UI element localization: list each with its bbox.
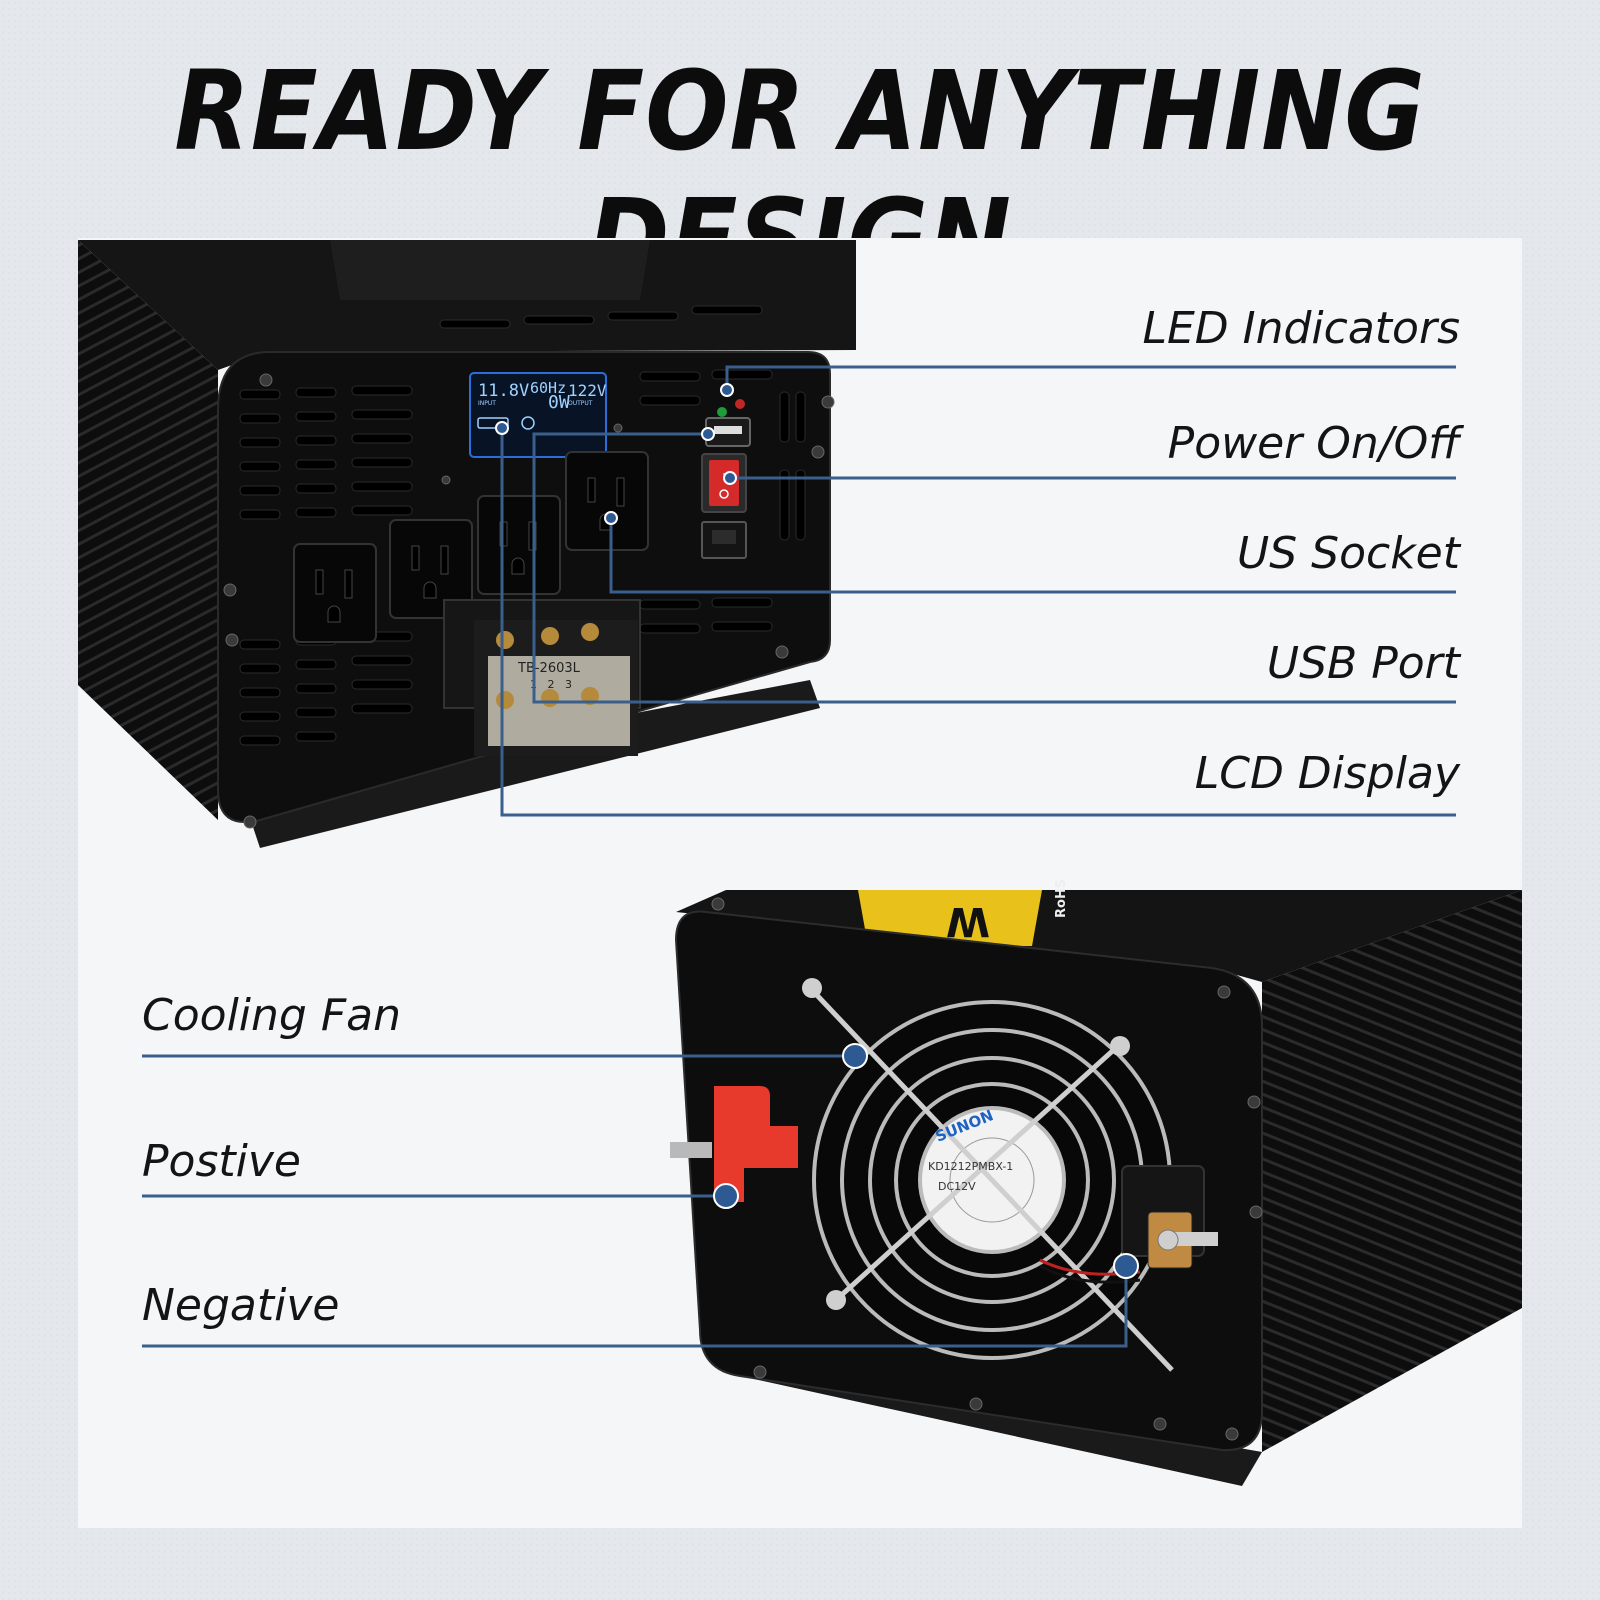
lcd-display: 11.8V 60Hz 122V INPUT OUTPUT 0W	[469, 372, 607, 458]
callout-label-cooling-fan: Cooling Fan	[142, 990, 401, 1041]
callout-line-usb	[532, 432, 1456, 704]
cooling-fan: SUNON KD1212PMBX-1 DC12V	[802, 978, 1174, 1372]
callout-line-led	[725, 365, 1456, 386]
battery-icon	[477, 417, 509, 429]
callout-label-negative: Negative	[142, 1280, 340, 1331]
top-surface	[78, 240, 856, 370]
bottom-inverter: W RoHS SUNON KD1212PMBX-1 DC12V	[670, 879, 1522, 1486]
network-port	[701, 521, 747, 559]
lcd-output-tag: OUTPUT	[568, 400, 593, 407]
callout-line-lcd	[500, 428, 1456, 817]
fan-spec: DC12V	[938, 1180, 976, 1193]
panel-screws	[223, 373, 835, 829]
top-inverter: 11.8V 60Hz 122V INPUT OUTPUT 0W	[78, 240, 856, 848]
callout-line-socket	[609, 518, 1456, 594]
callout-lines	[142, 365, 1456, 1348]
led-red-indicator	[735, 399, 745, 409]
vent-slots-left	[239, 385, 413, 746]
us-socket	[293, 543, 377, 643]
heatsink-side-bottom	[1262, 890, 1522, 1452]
lcd-input-voltage: 11.8V	[478, 381, 529, 401]
top-label-rohs: RoHS	[1054, 879, 1069, 918]
callout-label-led-indicators: LED Indicators	[1142, 303, 1460, 354]
negative-terminal	[1121, 1165, 1218, 1269]
callout-label-lcd-display: LCD Display	[1194, 748, 1460, 799]
status-icon	[521, 416, 535, 430]
callout-line-negative	[142, 1266, 1128, 1348]
lcd-power: 0W	[548, 392, 570, 413]
power-switch: I	[701, 453, 747, 513]
led-green-indicator	[717, 407, 727, 417]
terminal-model: TB-2603L	[517, 661, 581, 676]
fan-code: KD1212PMBX-1	[928, 1160, 1013, 1173]
us-socket	[389, 519, 473, 619]
lcd-input-tag: INPUT	[478, 400, 496, 407]
us-socket	[565, 451, 649, 551]
callout-label-us-socket: US Socket	[1237, 528, 1460, 579]
mounting-foot-top	[240, 680, 820, 848]
callout-dots	[495, 383, 1139, 1279]
positive-terminal	[670, 1086, 798, 1202]
us-socket	[477, 495, 561, 595]
lcd-frequency: 60Hz	[530, 379, 566, 397]
lcd-output-voltage: 122V	[568, 381, 607, 400]
terminal-numbers: 1 2 3	[530, 678, 572, 691]
vent-slots-right	[639, 369, 806, 634]
top-yellow-label	[858, 890, 1042, 946]
callout-label-power-on-off: Power On/Off	[1167, 418, 1460, 469]
top-label-mark: W	[946, 898, 990, 944]
heatsink-side-top	[78, 240, 218, 820]
back-screws	[711, 897, 1263, 1441]
callout-label-usb-port: USB Port	[1266, 638, 1460, 689]
callout-label-positive: Postive	[142, 1136, 301, 1187]
us-sockets	[293, 451, 649, 643]
